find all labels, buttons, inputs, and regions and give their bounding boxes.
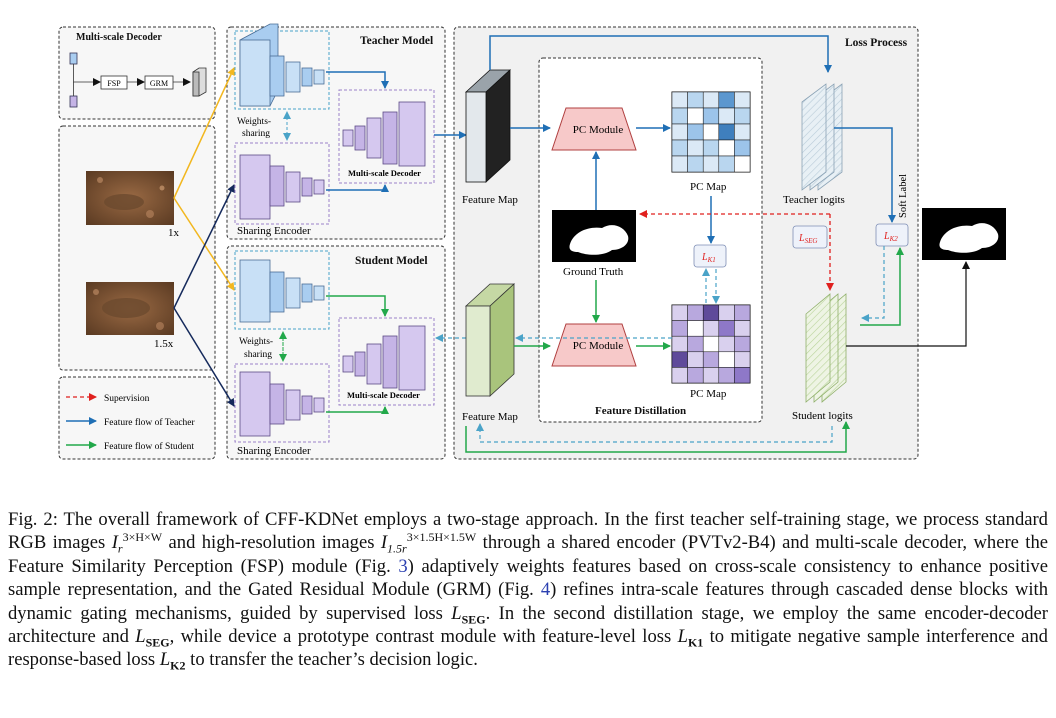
image-link (173, 197, 235, 291)
grm-label: GRM (150, 79, 168, 88)
pc-map-label: PC Map (690, 388, 727, 400)
feature-map-label: Feature Map (462, 194, 518, 206)
image-link (173, 184, 235, 309)
image-link (173, 307, 235, 407)
svg-text:LSEG: LSEG (798, 233, 817, 245)
feature-distillation-title: Feature Distillation (595, 405, 686, 417)
teacher-model-title: Teacher Model (360, 35, 433, 47)
fsp-block (100, 75, 128, 90)
soft-label-text: Soft Label (898, 174, 909, 218)
pc-module-label: PC Module (573, 124, 624, 136)
teacher-decoder (342, 101, 426, 167)
student-feature-map (464, 283, 516, 397)
teacher-logits (801, 83, 843, 191)
grm-block (144, 75, 174, 90)
teacher-feature-map (464, 69, 512, 183)
loss-k1-badge: LK1 (693, 244, 727, 268)
student-encoder-bottom (239, 371, 325, 437)
ground-truth-mask (552, 210, 636, 262)
student-model-title: Student Model (355, 255, 428, 267)
teacher-encoder-bottom (239, 154, 325, 220)
loss-k2-badge: LK2 (875, 223, 909, 247)
legend-supervision: Supervision (104, 394, 150, 404)
weights-sharing-label-2: sharing (244, 350, 272, 360)
student-encoder-top (239, 259, 325, 323)
loss-process-title: Loss Process (845, 37, 908, 49)
loss-seg-badge: LSEG (792, 225, 828, 249)
teacher-encoder-top (239, 23, 325, 107)
student-pc-map (671, 304, 751, 384)
weights-sharing-label-1: Weights- (239, 337, 273, 347)
teacher-decoder-label: Multi-scale Decoder (348, 168, 421, 178)
teacher-pc-map (671, 91, 751, 173)
multiscale-decoder-panel (58, 26, 216, 120)
scale-1x-label: 1x (168, 227, 180, 239)
image-link (173, 67, 235, 199)
student-logits (805, 293, 847, 403)
figure-caption: Fig. 2: The overall framework of CFF-KDN… (8, 509, 1048, 674)
input-image-1-5x (86, 282, 174, 335)
sharing-encoder-label: Sharing Encoder (237, 445, 311, 457)
decoder-mini-diagram: FSP GRM (69, 52, 207, 108)
weights-sharing-label-1: Weights- (237, 117, 271, 127)
pc-map-label: PC Map (690, 181, 727, 193)
pc-module-label: PC Module (573, 340, 624, 352)
sharing-encoder-label: Sharing Encoder (237, 225, 311, 237)
scale-1-5x-label: 1.5x (154, 338, 174, 350)
fig4-reference[interactable]: 4 (540, 579, 551, 601)
teacher-logits-label: Teacher logits (783, 194, 845, 206)
svg-text:LK2: LK2 (883, 231, 898, 243)
fsp-label: FSP (107, 79, 121, 88)
legend-teacher-flow: Feature flow of Teacher (104, 417, 196, 428)
fig3-reference[interactable]: 3 (398, 555, 408, 577)
legend-panel (58, 376, 216, 460)
feature-map-label: Feature Map (462, 411, 518, 423)
student-logits-label: Student logits (792, 410, 853, 422)
output-mask (922, 208, 1006, 260)
teacher-pc-module (551, 107, 637, 151)
framework-diagram: Multi-scale Decoder Teacher Model Studen… (58, 23, 1006, 460)
multiscale-decoder-title: Multi-scale Decoder (76, 32, 162, 43)
input-image-1x (86, 171, 174, 225)
ground-truth-label: Ground Truth (563, 266, 624, 278)
weights-sharing-label-2: sharing (242, 129, 270, 139)
legend-student-flow: Feature flow of Student (104, 441, 194, 452)
student-decoder-label: Multi-scale Decoder (347, 390, 420, 400)
svg-text:LK1: LK1 (701, 252, 716, 264)
student-decoder (342, 325, 426, 391)
student-pc-module (551, 323, 637, 367)
figure-label: Fig. 2: (8, 509, 58, 530)
